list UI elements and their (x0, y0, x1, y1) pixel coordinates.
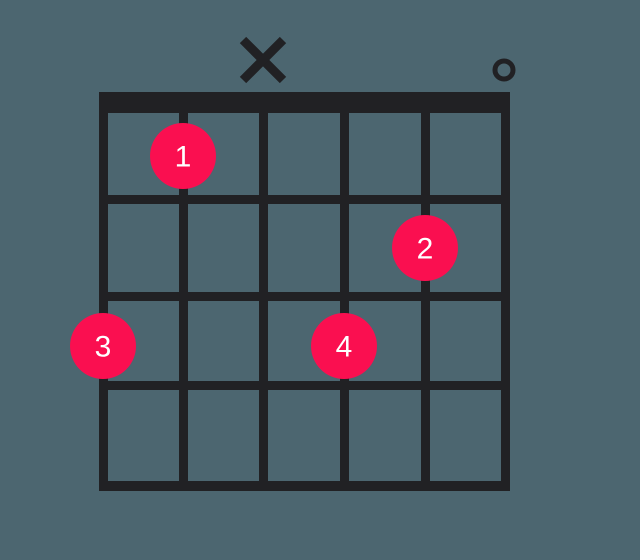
string-line-1 (99, 102, 108, 491)
string-line-5 (421, 102, 430, 491)
string-line-4 (340, 102, 349, 491)
string-line-6 (501, 102, 510, 491)
fret-line-4 (99, 481, 510, 491)
fret-line-1 (99, 195, 510, 204)
open-string-marker-o-icon (492, 58, 516, 82)
finger-dot-circle[interactable] (311, 313, 377, 379)
nut-bar (99, 92, 510, 113)
fret-line-3 (99, 381, 510, 390)
top-markers (239, 36, 516, 84)
muted-string-marker-x-icon (239, 36, 287, 84)
finger-dot-1[interactable]: 1 (150, 123, 216, 189)
fret-line-2 (99, 292, 510, 301)
finger-dot-4[interactable]: 4 (311, 313, 377, 379)
nut (99, 92, 510, 113)
string-line-2 (179, 102, 188, 491)
fret-lines (99, 195, 510, 491)
finger-dot-circle[interactable] (150, 123, 216, 189)
finger-dot-3[interactable]: 3 (70, 313, 136, 379)
finger-dot-circle[interactable] (392, 215, 458, 281)
finger-dot-2[interactable]: 2 (392, 215, 458, 281)
string-lines (99, 102, 510, 491)
finger-dot-circle[interactable] (70, 313, 136, 379)
string-line-3 (259, 102, 268, 491)
